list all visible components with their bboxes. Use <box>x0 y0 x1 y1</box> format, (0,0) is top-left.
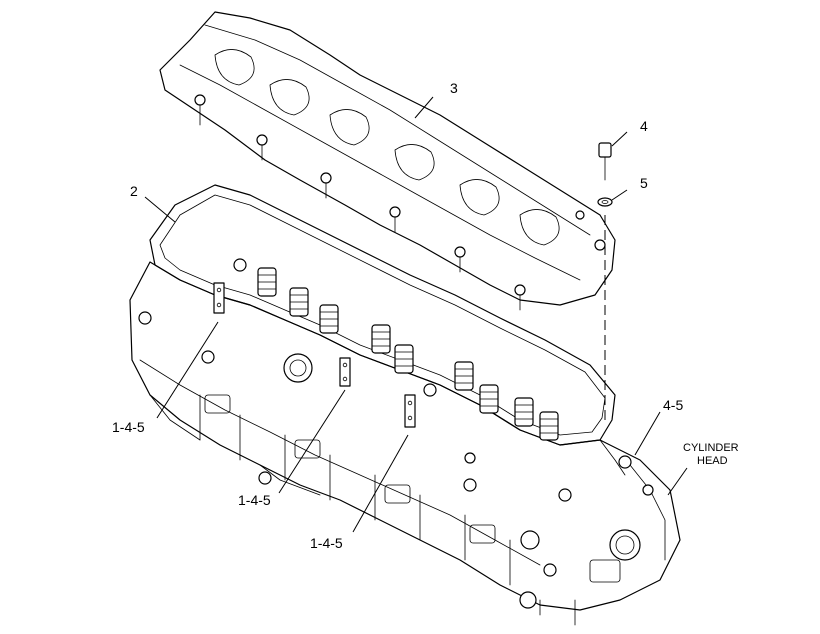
leader-lines <box>144 96 688 533</box>
bolt-and-washer <box>597 142 613 420</box>
callout-1-4-5-middle: 1-4-5 <box>238 492 271 508</box>
brackets <box>213 282 416 428</box>
valve-cover <box>159 11 616 311</box>
callout-1-4-5-left: 1-4-5 <box>112 419 145 435</box>
cylinder-head-label-line2: HEAD <box>697 455 728 467</box>
callout-1-4-5-right: 1-4-5 <box>310 535 343 551</box>
cylinder-head-label-line1: CYLINDER <box>683 442 739 454</box>
callout-3: 3 <box>450 80 458 96</box>
cylinder-head-body <box>129 261 681 626</box>
callout-4: 4 <box>640 118 648 134</box>
valve-train <box>233 258 632 469</box>
callout-5: 5 <box>640 175 648 191</box>
callout-2: 2 <box>130 183 138 199</box>
callout-4-5: 4-5 <box>663 397 683 413</box>
